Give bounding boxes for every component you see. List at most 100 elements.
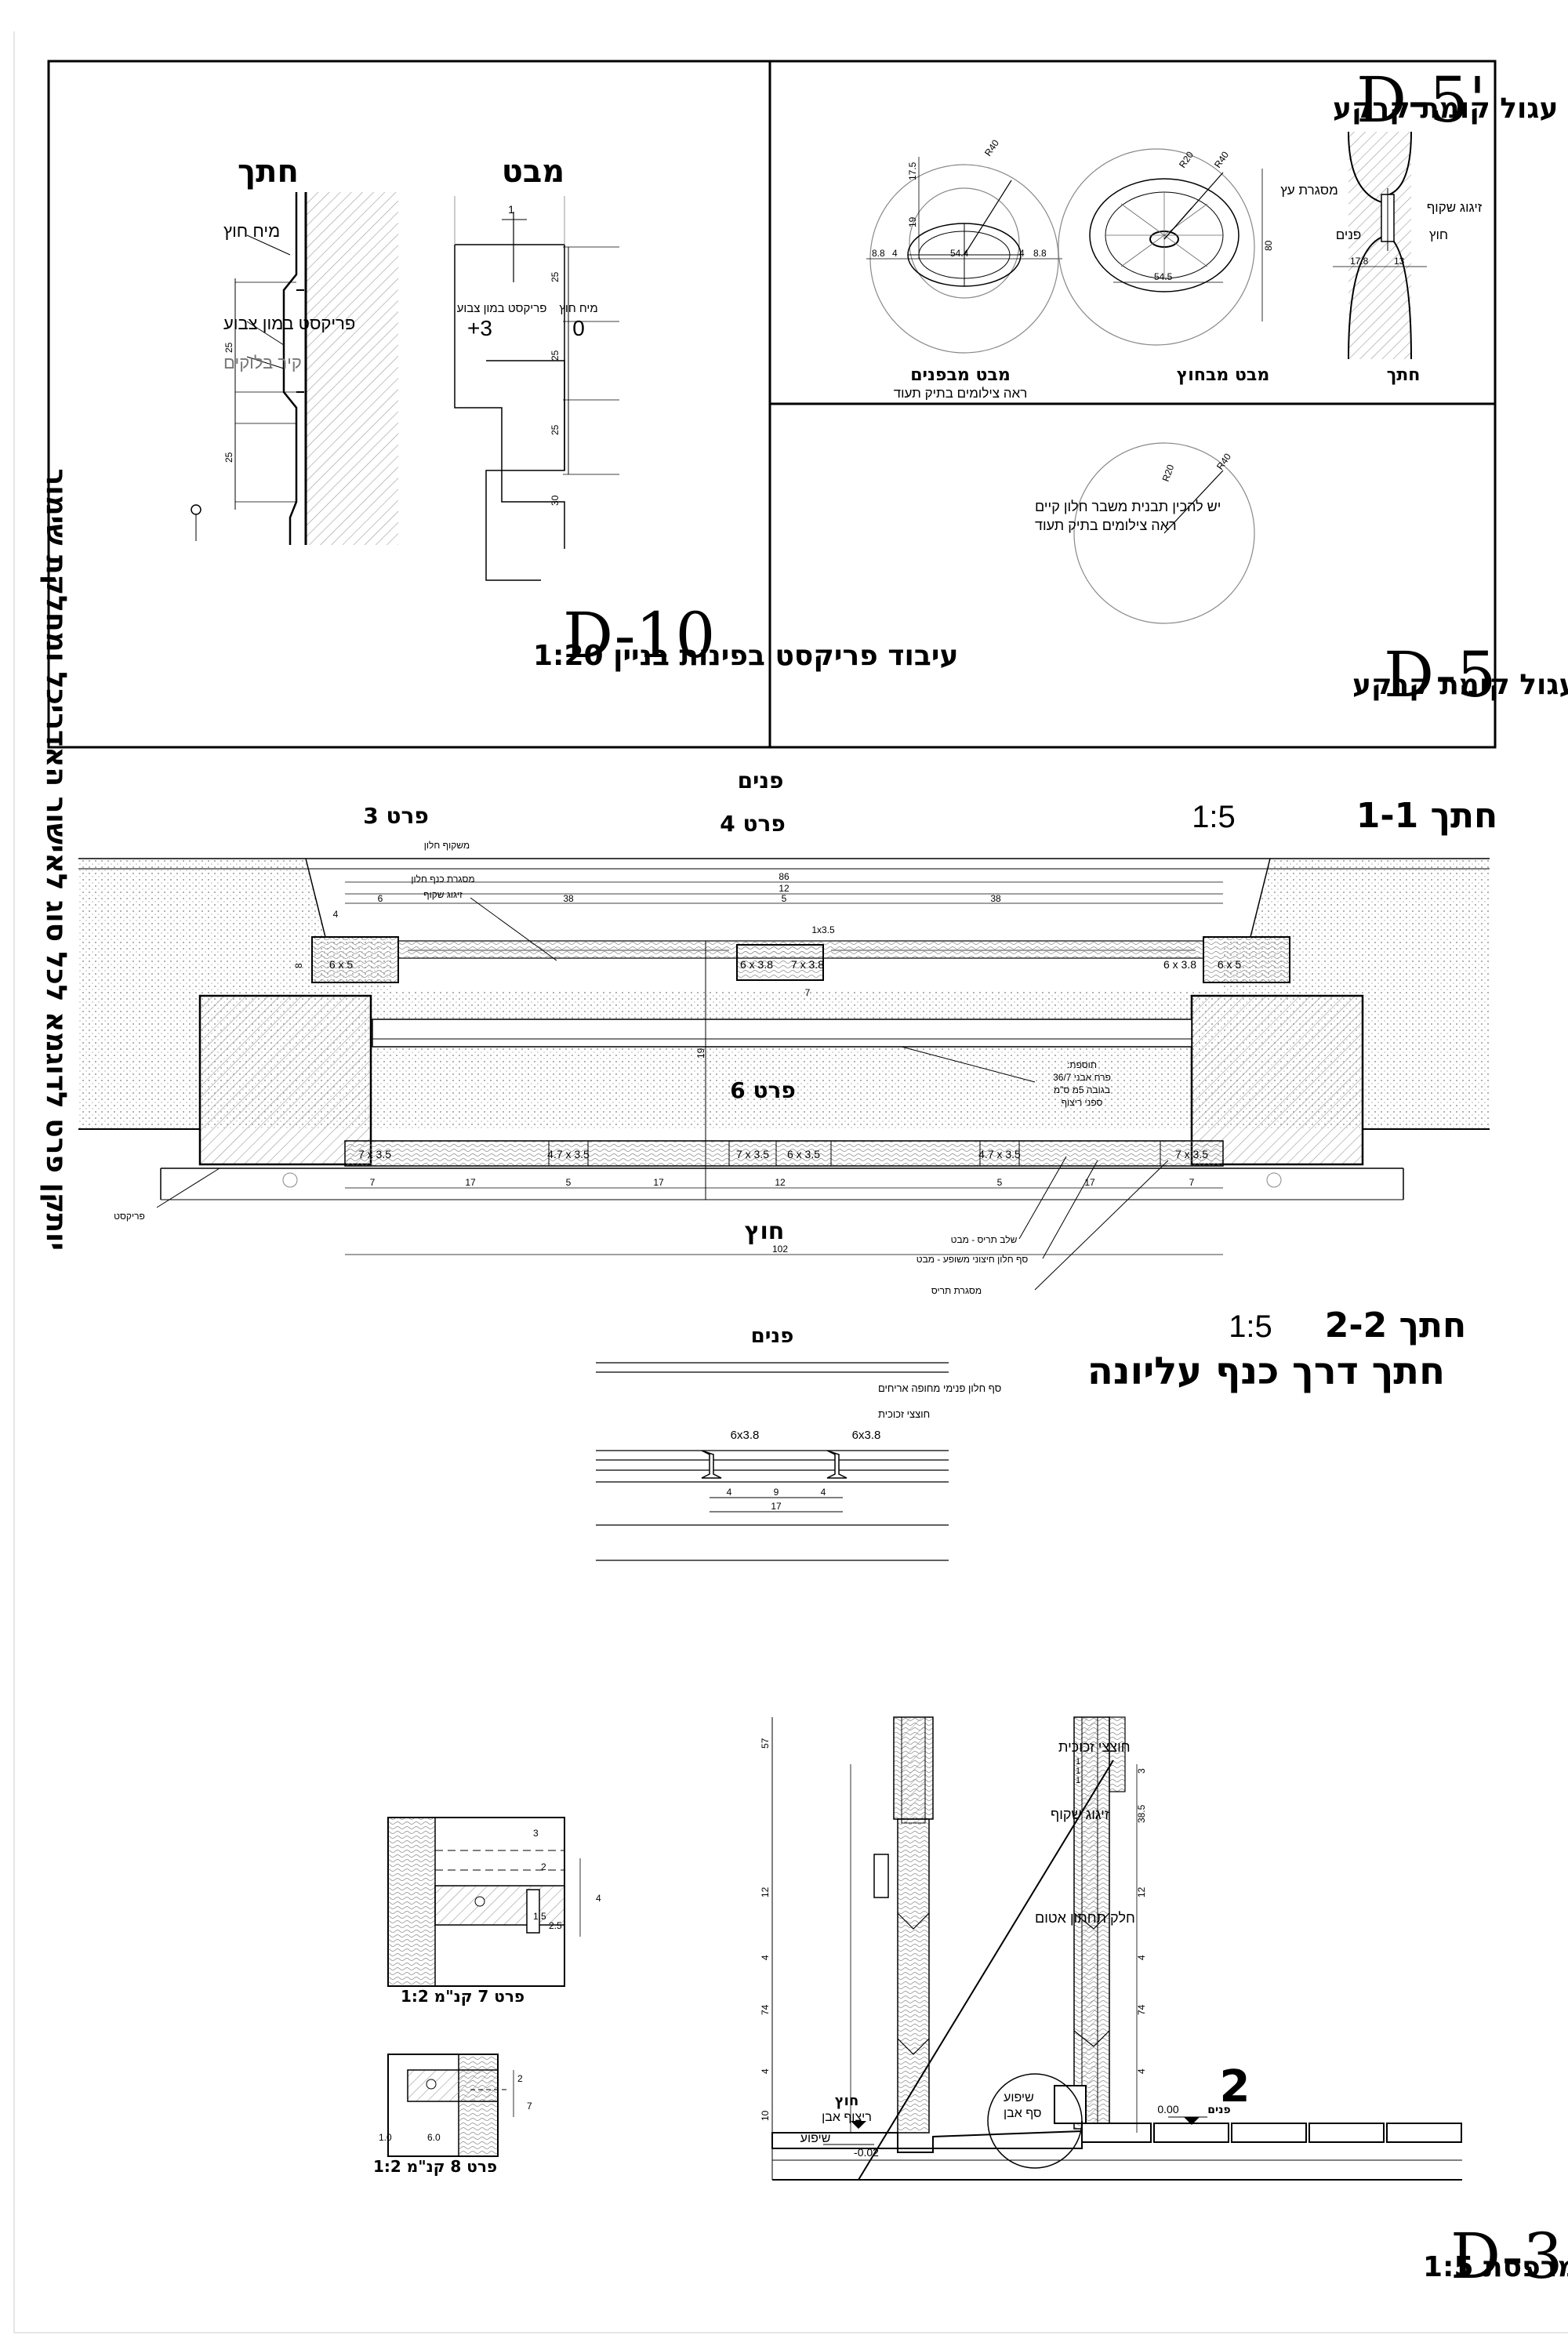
d3-note-spacers: חוצצי זכוכית	[1058, 1739, 1131, 1755]
sec11-bdim-8: 8	[293, 963, 304, 968]
sec11-profile-7x3-5a: 7 x 3.5	[358, 1148, 391, 1160]
d3-dim-12b: 12	[1136, 1887, 1147, 1898]
d3-section-marker: 2	[1220, 2061, 1250, 2112]
d10-note-block-wall: קיר בלוקים	[223, 353, 302, 372]
sec11-profile-7x3-8: 7 x 3.8	[791, 958, 824, 971]
d5-dim-r20: R20	[1160, 463, 1177, 483]
detail7-dim-2-5: 2.5	[549, 1920, 562, 1931]
d10-section-dim-25b: 25	[223, 452, 234, 463]
sec11-detail4: פרט 4	[720, 811, 786, 837]
side-note: יותקן פרט לדוגמא לכל סוג לאישור האדריכל …	[40, 469, 72, 1251]
d5p-dim-13: 13	[1394, 256, 1405, 267]
d3-dim-4d: 4	[1136, 2068, 1147, 2074]
d5p-view-inside: מבט מבפנים	[910, 365, 1011, 385]
sec22-dim-4a: 4	[727, 1487, 732, 1498]
detail8-dim-6-0: 6.0	[427, 2132, 441, 2143]
sec11-outside: חוץ	[745, 1218, 785, 1245]
sec11-note-precast: פריקסט	[114, 1211, 145, 1222]
d3-note-inside: פנים	[1207, 2104, 1230, 2116]
sec11-detail3: פרט 3	[363, 803, 429, 829]
sec11-addition-4: ספני ריצוף	[1062, 1097, 1103, 1108]
sec11-dim-4: 4	[333, 909, 339, 920]
sec11-detail6: פרט 6	[730, 1077, 796, 1103]
d10-elev-value-0: 0	[572, 316, 585, 340]
sec11-profile-6x3-8a: 6 x 3.8	[740, 958, 773, 971]
d3-dim-1a: 1	[1076, 1757, 1080, 1767]
d5p-dim-19: 19	[907, 216, 918, 227]
d5p-view-outside: מבט מבחוץ	[1177, 365, 1270, 385]
d5p-dim-17-8: 17.8	[1350, 256, 1369, 267]
detail8-drawing	[387, 2054, 514, 2157]
sec22-title2: חתך דרך כנף עליונה	[1087, 1349, 1445, 1393]
d10-elev-dim-25b: 25	[550, 350, 561, 361]
d5-drawing	[1073, 442, 1255, 624]
detail8-dim-2: 2	[517, 2073, 523, 2084]
d3-note-slope: שיפוע	[1004, 2091, 1034, 2104]
sec11-bdim-5a: 5	[566, 1177, 572, 1188]
d10-code: D-10	[563, 599, 715, 672]
d10-note-outer-plaster: מיח חוץ	[223, 221, 280, 241]
d5p-dim-8-8a: 8.8	[872, 248, 885, 259]
sec22-note-spacers: חוצצי זכוכית	[878, 1408, 930, 1420]
sec11-dim-12: 12	[779, 883, 789, 894]
sec11-profile-6x5a: 6 x 5	[329, 958, 354, 971]
d3-note-bottom-panel: חלק תחתון אטום	[1035, 1910, 1135, 1926]
d10-elev-value-plus3: +3	[467, 316, 492, 340]
sec11-note-shutter-frame: מסגרת תריס	[931, 1285, 982, 1296]
detail8-dim-1-0: 1.0	[379, 2132, 392, 2143]
d3-dim-10: 10	[760, 2110, 771, 2121]
sec11-profile-7x3-5c: 7 x 3.5	[1175, 1148, 1208, 1160]
sec11-bdim-102: 102	[772, 1244, 788, 1255]
d3-dim-57: 57	[760, 1738, 771, 1749]
detail7-dim-1-5: 1.5	[533, 1911, 546, 1922]
d5p-view-section: חתך	[1387, 365, 1421, 385]
d5p-dim-54-4: 54.4	[950, 248, 969, 259]
d5-dim-r40: R40	[1214, 451, 1233, 471]
d3-dim-4c: 4	[1136, 1955, 1147, 1960]
d5p-note-frame: מסגרת עץ	[1280, 183, 1338, 198]
sec11-bdim-19: 19	[695, 1048, 706, 1059]
sec11-scale: 1:5	[1192, 800, 1236, 834]
d5-note-line2: ראה צילומים בתיק תעוד	[1035, 518, 1177, 533]
sec22-scale: 1:5	[1229, 1309, 1272, 1344]
d10-note-precast: פריקסט במון צבוע	[223, 314, 355, 333]
d10-elev-dim-25c: 25	[550, 424, 561, 435]
d5-title: חלון עגול קומת קרקע	[1352, 669, 1568, 701]
d5p-dim-80: 80	[1263, 240, 1274, 251]
sec11-profile-6x5b: 6 x 5	[1218, 958, 1242, 971]
d3-title: חתך חלק תחתון דלת יציאה למרפסת 1:5	[1423, 2251, 1568, 2283]
d3-dim-1c: 1	[1076, 1776, 1080, 1785]
sec11-bdim-17c: 17	[1084, 1177, 1095, 1188]
detail7-dim-4: 4	[596, 1893, 601, 1904]
sec22-profile-b: 6x3.8	[852, 1429, 881, 1442]
sec11-profile-6x3-5: 6 x 3.5	[787, 1148, 820, 1160]
d5p-note-glazing: זיגוג שקוף	[1427, 200, 1483, 215]
d3-note-stone-paving: ריצוף אבן	[822, 2111, 872, 2124]
d5p-photo-note: ראה צילומים בתיק תעוד	[894, 386, 1028, 401]
sec11-dim-9: 5	[782, 893, 787, 904]
d3-dim-1b: 1	[1076, 1767, 1080, 1776]
sec11-addition-1: תוספת:	[1067, 1059, 1097, 1070]
d5p-dim-r40b: R40	[1212, 149, 1231, 169]
sec11-addition-3: בגובה 5מ ס"מ	[1054, 1084, 1110, 1095]
d5p-dim-17-5: 17.5	[907, 162, 918, 180]
d10-section-dim-25: 25	[223, 342, 234, 353]
sec11-bdim-7b: 7	[1189, 1177, 1195, 1188]
sec11-note-glazing: זיגוג שקוף	[423, 889, 463, 900]
d3-code: D-3	[1450, 2220, 1563, 2293]
d3-level-zero: 0.00	[1157, 2103, 1178, 2115]
d3-dim-4a: 4	[760, 1955, 771, 1960]
d5p-note-inside: פנים	[1336, 227, 1362, 242]
detail8-dim-7: 7	[527, 2101, 532, 2112]
sec11-drawing	[78, 858, 1490, 1291]
d3-dim-74a: 74	[760, 2004, 771, 2015]
sec11-note-shutter-slat: שלב תריס - מבט	[951, 1234, 1018, 1245]
sec11-dim-1x3-5: 1x3.5	[811, 924, 835, 935]
sec11-bdim-5b: 5	[997, 1177, 1003, 1188]
sec11-dim-86: 86	[779, 871, 789, 882]
sec11-dim-7: 7	[805, 987, 811, 998]
d3-note-slope-2: שיפוע	[800, 2132, 831, 2145]
d10-elev-dim-1: 1	[508, 203, 514, 216]
detail8-title: פרט 8 קנ"מ 1:2	[373, 2157, 497, 2176]
